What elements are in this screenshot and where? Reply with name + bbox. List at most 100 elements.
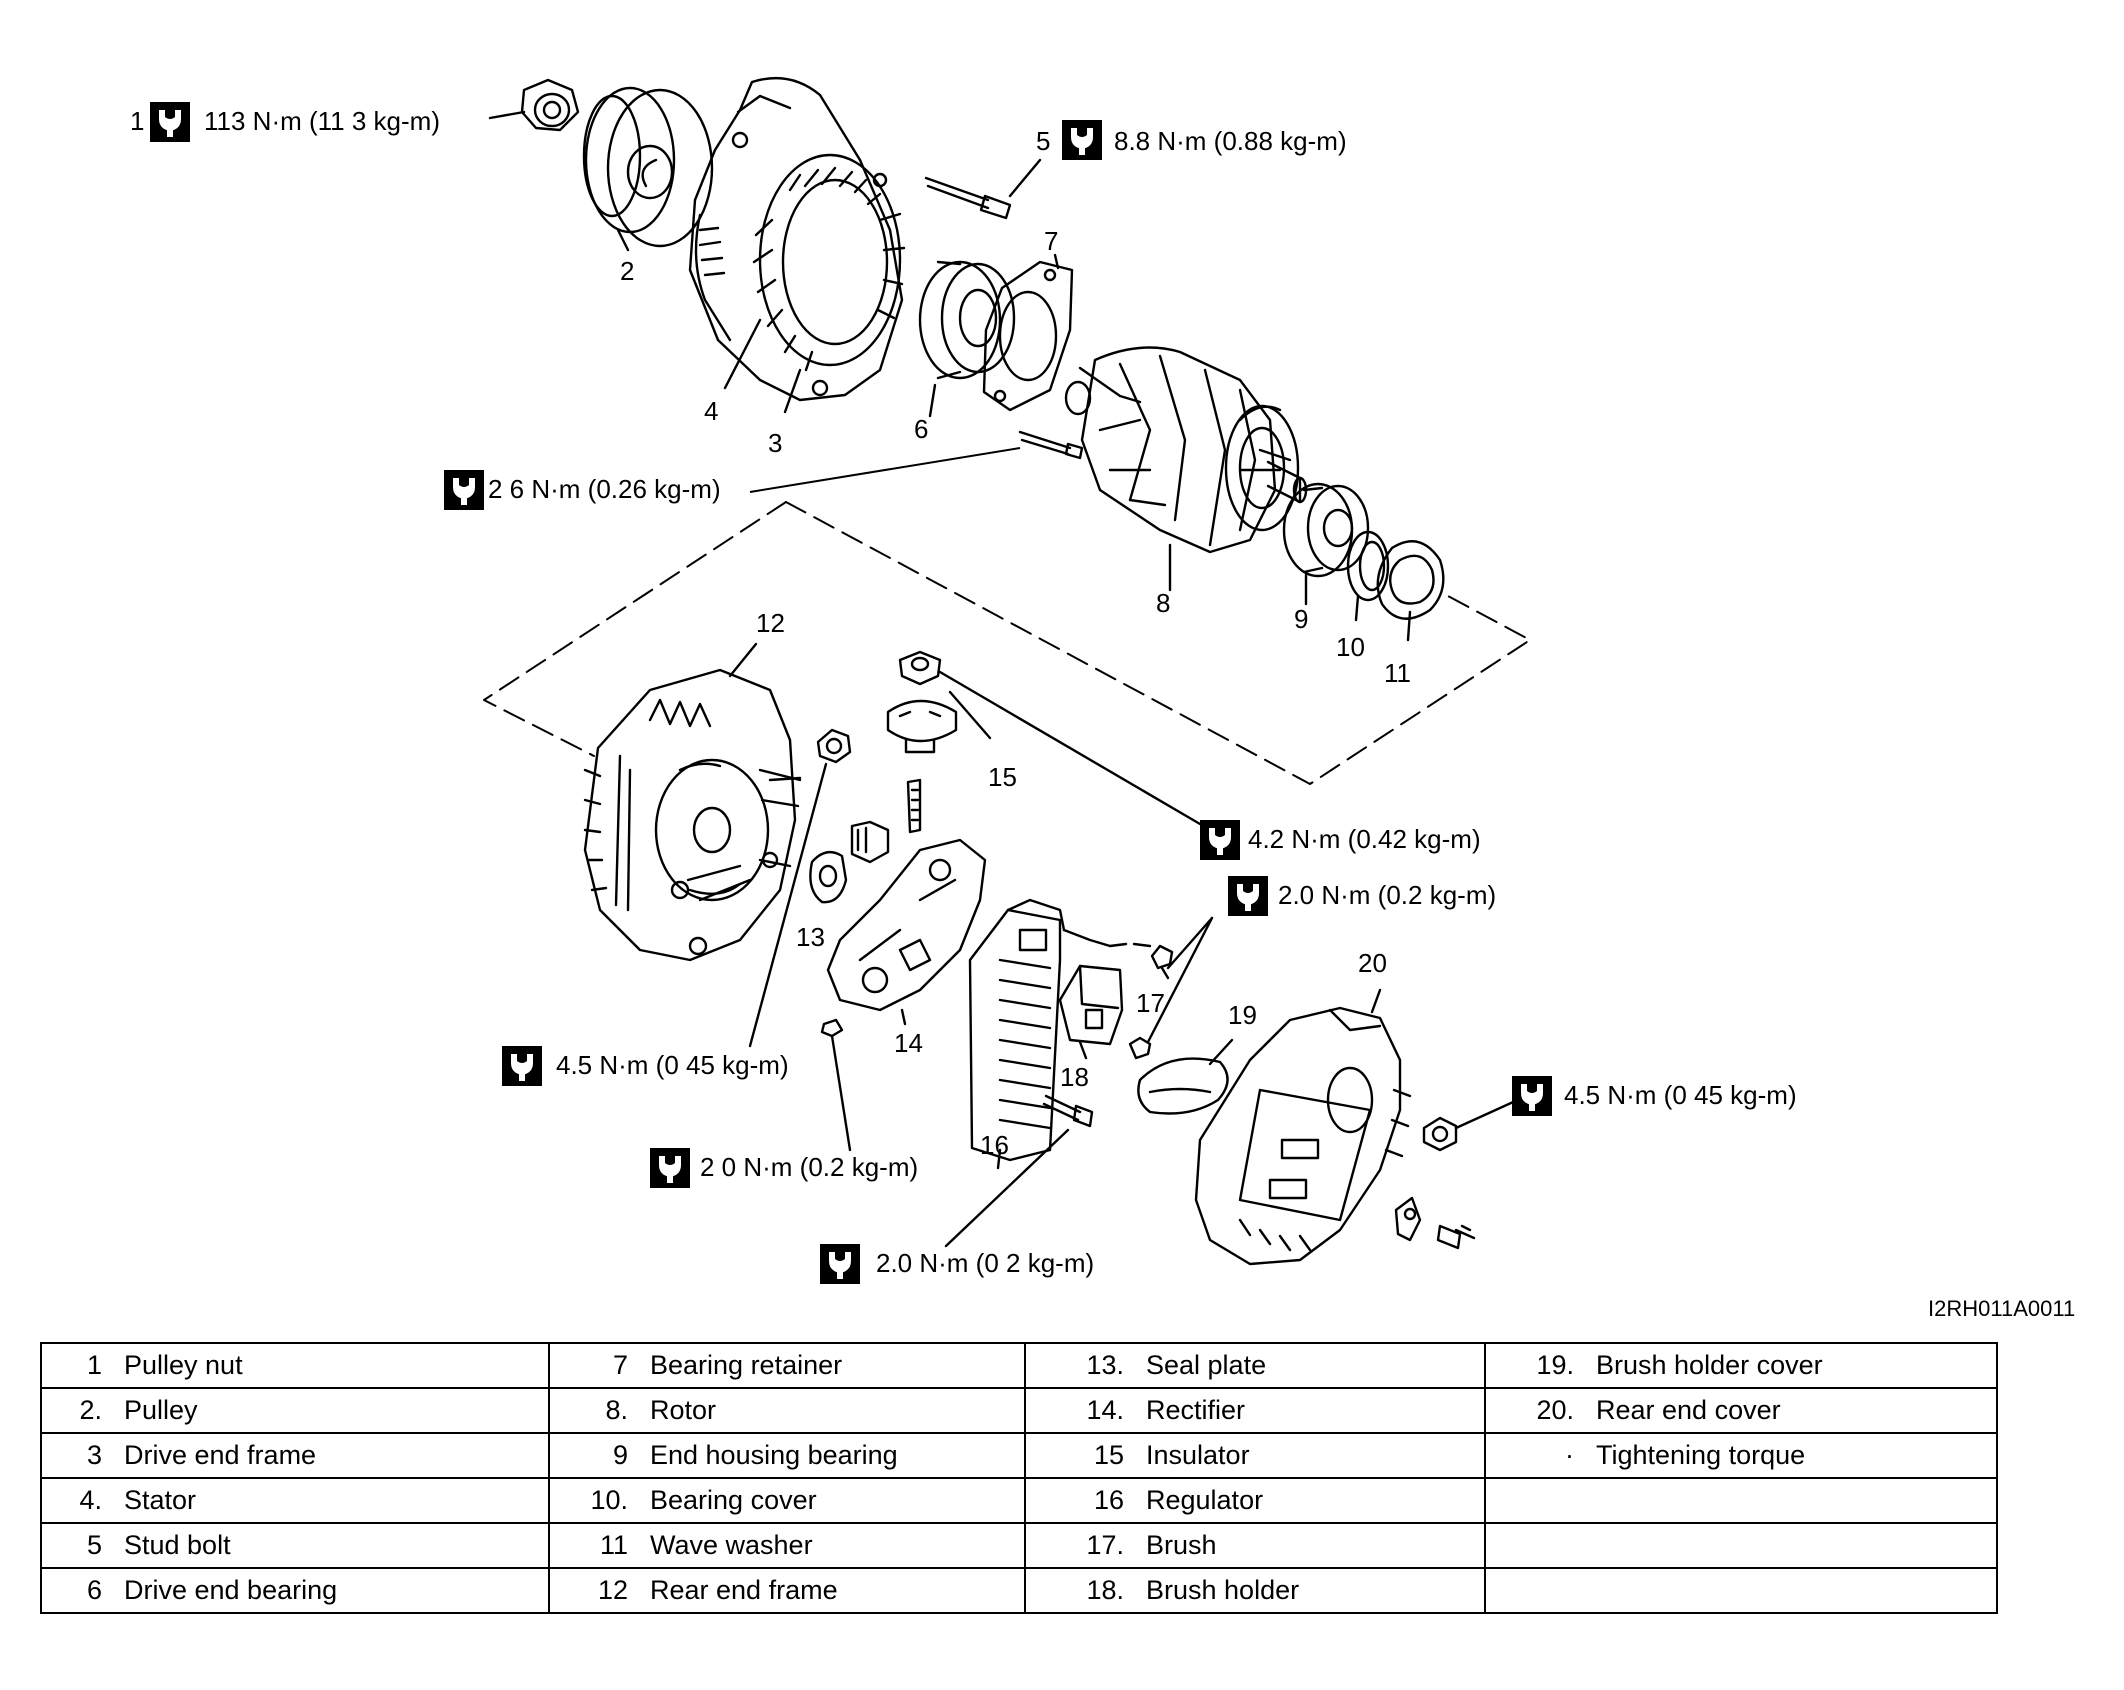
- end-housing-bearing-drawing: [1282, 482, 1370, 606]
- torque-label-rectifier-screw: 2 0 N·m (0.2 kg-m): [650, 1148, 918, 1188]
- callout-6: 6: [914, 414, 928, 444]
- rectifier-screw-drawing: [820, 1018, 852, 1152]
- callout-17: 17: [1136, 988, 1165, 1018]
- rear-end-frame-drawing: [583, 642, 802, 962]
- tightening-torque-icon: [1228, 876, 1268, 916]
- rotor-drawing: [1018, 346, 1308, 592]
- callout-7: 7: [1044, 226, 1058, 256]
- brush-holder-cover-drawing: [1137, 1038, 1234, 1115]
- tightening-torque-icon: [444, 470, 484, 510]
- callout-12: 12: [756, 608, 785, 638]
- callout-14: 14: [894, 1028, 923, 1058]
- callout-13: 13: [796, 922, 825, 952]
- callout-3: 3: [768, 428, 782, 458]
- rear-frame-nut-drawing: [748, 728, 852, 1048]
- callout-15: 15: [988, 762, 1017, 792]
- legend-cell: [1484, 1522, 1998, 1569]
- callout-4: 4: [704, 396, 718, 426]
- legend-cell: 20.Rear end cover: [1484, 1387, 1998, 1434]
- bearing-retainer-drawing: [982, 253, 1074, 412]
- tightening-torque-icon: [1200, 820, 1240, 860]
- callout-19: 19: [1228, 1000, 1257, 1030]
- callout-9: 9: [1294, 604, 1308, 634]
- legend-cell: [1484, 1567, 1998, 1614]
- callout-16: 16: [980, 1130, 1009, 1160]
- tightening-torque-icon: [150, 102, 190, 142]
- svg-text:113 N·m (11 3 kg-m): 113 N·m (11 3 kg-m): [204, 106, 440, 136]
- svg-text:2.0 N·m (0.2 kg-m): 2.0 N·m (0.2 kg-m): [1278, 880, 1496, 910]
- table-row: 2.Pulley 8.Rotor 14.Rectifier 20.Rear en…: [40, 1387, 1998, 1434]
- torque-label-rear-frame-nut: 4.5 N·m (0 45 kg-m): [502, 1046, 789, 1086]
- svg-text:5: 5: [1036, 126, 1050, 156]
- callout-20: 20: [1358, 948, 1387, 978]
- torque-label-brush-screws: 2.0 N·m (0.2 kg-m): [1228, 876, 1496, 916]
- torque-label-rear-cover-nut: 4.5 N·m (0 45 kg-m): [1512, 1076, 1797, 1116]
- callout-2: 2: [620, 256, 634, 286]
- wave-washer-drawing: [1376, 540, 1445, 642]
- pulley-drawing: [582, 86, 714, 252]
- torque-label-5: 5 8.8 N·m (0.88 kg-m): [1036, 120, 1347, 160]
- torque-label-rotor-screw: 2 6 N·m (0.26 kg-m): [444, 447, 1021, 510]
- svg-text:4.2 N·m (0.42 kg-m): 4.2 N·m (0.42 kg-m): [1248, 824, 1481, 854]
- regulator-screw-drawing: [944, 1094, 1094, 1248]
- regulator-drawing: [968, 898, 1112, 1170]
- drive-end-bearing-drawing: [918, 260, 1016, 418]
- rear-end-cover-drawing: [1194, 988, 1412, 1266]
- svg-text:1: 1: [130, 106, 144, 136]
- tightening-torque-icon: [1512, 1076, 1552, 1116]
- bearing-cover-drawing: [1346, 530, 1390, 622]
- svg-text:4.5 N·m (0 45 kg-m): 4.5 N·m (0 45 kg-m): [1564, 1080, 1797, 1110]
- torque-label-1: 1 113 N·m (11 3 kg-m): [130, 102, 440, 142]
- torque-label-insulator-nut: 4.2 N·m (0.42 kg-m): [1200, 820, 1481, 860]
- legend-cell: 14.Rectifier: [1024, 1387, 1486, 1434]
- legend-cell: [1484, 1477, 1998, 1524]
- tightening-torque-icon: [650, 1148, 690, 1188]
- svg-text:4.5 N·m (0 45 kg-m): 4.5 N·m (0 45 kg-m): [556, 1050, 789, 1080]
- tightening-torque-icon: [502, 1046, 542, 1086]
- rear-cover-nut-drawing: [1394, 1096, 1524, 1250]
- callout-11: 11: [1384, 658, 1411, 688]
- legend-cell: 8.Rotor: [548, 1387, 1026, 1434]
- exploded-view-diagram: 1 113 N·m (11 3 kg-m) 5 8.8 N·m (0.88 kg…: [130, 76, 1797, 1284]
- insulator-drawing: [886, 650, 1202, 826]
- legend-cell: 19.Brush holder cover: [1484, 1342, 1998, 1389]
- legend-cell: 13.Seal plate: [1024, 1342, 1486, 1389]
- svg-text:2 0 N·m (0.2 kg-m): 2 0 N·m (0.2 kg-m): [700, 1152, 918, 1182]
- svg-text:2 6 N·m (0.26 kg-m): 2 6 N·m (0.26 kg-m): [488, 474, 721, 504]
- legend-cell: ·Tightening torque: [1484, 1432, 1998, 1479]
- svg-text:2.0 N·m (0 2 kg-m): 2.0 N·m (0 2 kg-m): [876, 1248, 1094, 1278]
- torque-label-regulator-screw: 2.0 N·m (0 2 kg-m): [820, 1244, 1094, 1284]
- drive-end-frame-drawing: [688, 76, 906, 414]
- legend-cell: 2.Pulley: [40, 1387, 550, 1434]
- brush-holder-drawing: [1058, 916, 1214, 1060]
- assembly-lines: [483, 501, 1531, 785]
- legend-cell: 17.Brush: [1024, 1522, 1486, 1569]
- rectifier-drawing: [809, 778, 987, 1026]
- legend-cell: 4.Stator: [40, 1477, 550, 1524]
- callout-8: 8: [1156, 588, 1170, 618]
- pulley-nut-drawing: [488, 78, 580, 132]
- stud-bolt-drawing: [924, 158, 1042, 220]
- svg-text:8.8 N·m (0.88 kg-m): 8.8 N·m (0.88 kg-m): [1114, 126, 1347, 156]
- figure-code: I2RH011A0011: [1928, 1296, 2076, 1321]
- callout-10: 10: [1336, 632, 1365, 662]
- legend-cell: 10.Bearing cover: [548, 1477, 1026, 1524]
- callout-18: 18: [1060, 1062, 1089, 1092]
- legend-cell: 18.Brush holder: [1024, 1567, 1486, 1614]
